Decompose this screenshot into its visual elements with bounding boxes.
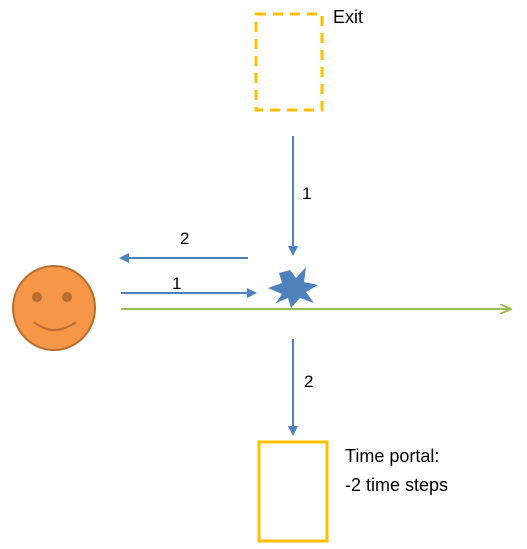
collision-star-icon [268,267,318,308]
arrow-label-right-incoming: 1 [172,274,182,293]
portal-label-line2: -2 time steps [345,475,449,495]
smiley-icon [12,265,96,351]
portal-label-line1: Time portal: [345,446,440,466]
exit-box [254,12,324,112]
arrow-label-down-to-portal: 2 [304,372,314,391]
arrow-label-left-back: 2 [180,229,190,248]
time-portal-box [257,440,329,543]
arrow-label-down-to-collision: 1 [302,184,312,203]
exit-label: Exit [333,7,364,27]
